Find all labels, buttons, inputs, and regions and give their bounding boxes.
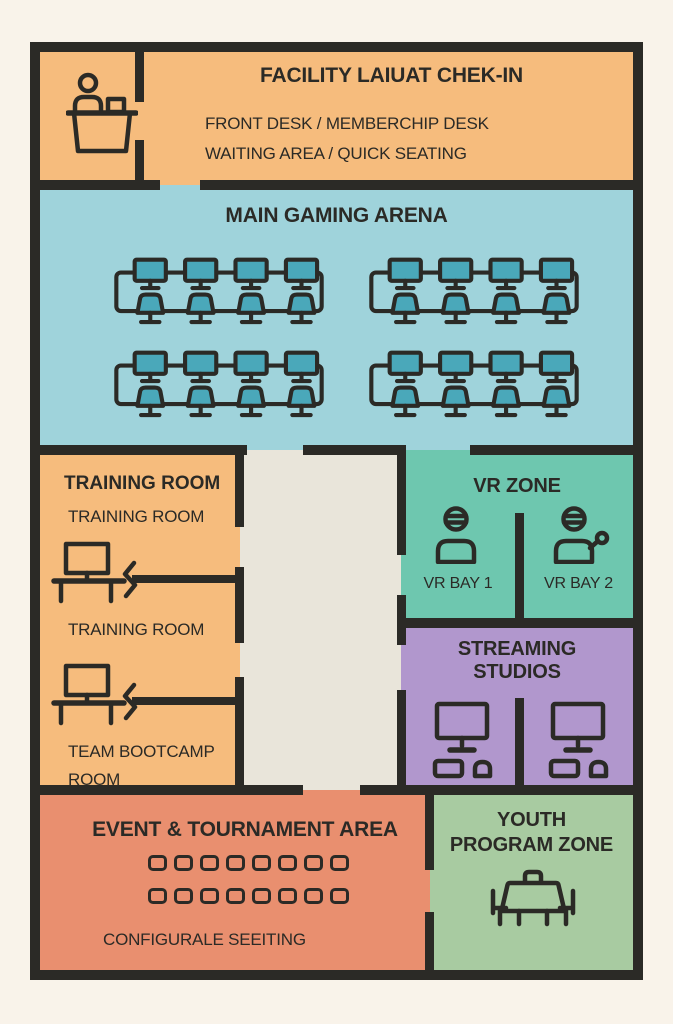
wall-segment — [40, 445, 247, 455]
wall-segment — [397, 595, 406, 645]
seat-icon — [148, 888, 167, 904]
wall-segment — [515, 513, 524, 618]
seat-icon — [304, 888, 323, 904]
event-caption: CONFIGURALE SEEITING — [103, 930, 306, 949]
floor-plan: FACILITY LAIUAT CHEK-IN FRONT DESK / MEM… — [30, 42, 643, 980]
wall-segment — [132, 697, 244, 705]
vr-player-controller-icon — [544, 506, 612, 564]
bootcamp-line1: TEAM BOOTCAMP — [68, 742, 215, 761]
youth-title: YOUTH PROGRAM ZONE — [430, 808, 633, 858]
event-title: EVENT & TOURNAMENT AREA — [92, 818, 398, 841]
wall-segment — [470, 445, 633, 455]
reception-desk-icon — [66, 72, 138, 164]
streaming-title-line2: STUDIOS — [473, 661, 561, 683]
wall-segment — [425, 795, 434, 870]
streaming-title: STREAMING STUDIOS — [401, 638, 633, 684]
wall-segment — [406, 618, 633, 628]
bootcamp-label: TEAM BOOTCAMP ROOM — [68, 738, 215, 794]
room-youth — [430, 790, 633, 970]
wall-segment — [135, 140, 144, 180]
vr-player-icon — [426, 506, 494, 564]
seat-icon — [252, 855, 271, 871]
seat-icon — [174, 855, 193, 871]
gaming-desk-bank-icon — [368, 349, 580, 426]
seat-icon — [148, 855, 167, 871]
streaming-setup-icon — [424, 701, 500, 779]
vr-bay2-label: VR BAY 2 — [544, 575, 613, 592]
wall-segment — [132, 575, 244, 583]
wall-segment — [303, 445, 406, 455]
seat-icon — [252, 888, 271, 904]
bootcamp-line2: ROOM — [68, 770, 121, 789]
streaming-setup-icon — [540, 701, 616, 779]
wall-segment — [425, 912, 434, 970]
arena-title: MAIN GAMING ARENA — [225, 204, 448, 227]
checkin-title: FACILITY LAIUAT CHEK-IN — [260, 64, 523, 87]
seat-icon — [278, 855, 297, 871]
seat-icon — [304, 855, 323, 871]
seat-icon — [200, 888, 219, 904]
wall-segment — [235, 677, 244, 785]
checkin-line2: WAITING AREA / QUICK SEATING — [205, 144, 467, 163]
gaming-desk-bank-icon — [368, 256, 580, 333]
seat-icon — [226, 888, 245, 904]
corridor — [240, 450, 401, 790]
training-desk-icon — [50, 663, 146, 729]
event-seat-row — [148, 855, 349, 871]
vr-bay1-label: VR BAY 1 — [423, 575, 493, 592]
wall-segment — [235, 567, 244, 643]
gaming-desk-bank-icon — [113, 256, 325, 333]
event-seat-row — [148, 888, 349, 904]
wall-segment — [360, 785, 633, 795]
seat-icon — [330, 855, 349, 871]
streaming-title-line1: STREAMING — [457, 638, 577, 660]
seat-icon — [174, 888, 193, 904]
wall-segment — [40, 180, 160, 190]
room-event — [40, 790, 430, 970]
wall-segment — [135, 52, 144, 102]
training-desk-icon — [50, 541, 146, 607]
checkin-line1: FRONT DESK / MEMBERCHIP DESK — [205, 114, 489, 133]
group-table-icon — [483, 866, 583, 936]
seat-icon — [200, 855, 219, 871]
seat-icon — [278, 888, 297, 904]
training-header: TRAINING ROOM — [64, 473, 221, 494]
training-room1-label: TRAINING ROOM — [68, 507, 205, 526]
seat-icon — [226, 855, 245, 871]
arena-banks — [113, 256, 580, 426]
youth-title-line2: PROGRAM ZONE — [449, 834, 614, 856]
wall-segment — [397, 455, 406, 555]
wall-segment — [40, 785, 303, 795]
seat-icon — [330, 888, 349, 904]
wall-segment — [200, 180, 633, 190]
wall-segment — [515, 698, 524, 795]
vr-title: VR ZONE — [473, 475, 561, 497]
room-training — [40, 450, 240, 790]
wall-segment — [235, 455, 244, 527]
training-room2-label: TRAINING ROOM — [68, 620, 205, 639]
wall-segment — [397, 690, 406, 785]
youth-title-line1: YOUTH — [496, 809, 566, 831]
gaming-desk-bank-icon — [113, 349, 325, 426]
